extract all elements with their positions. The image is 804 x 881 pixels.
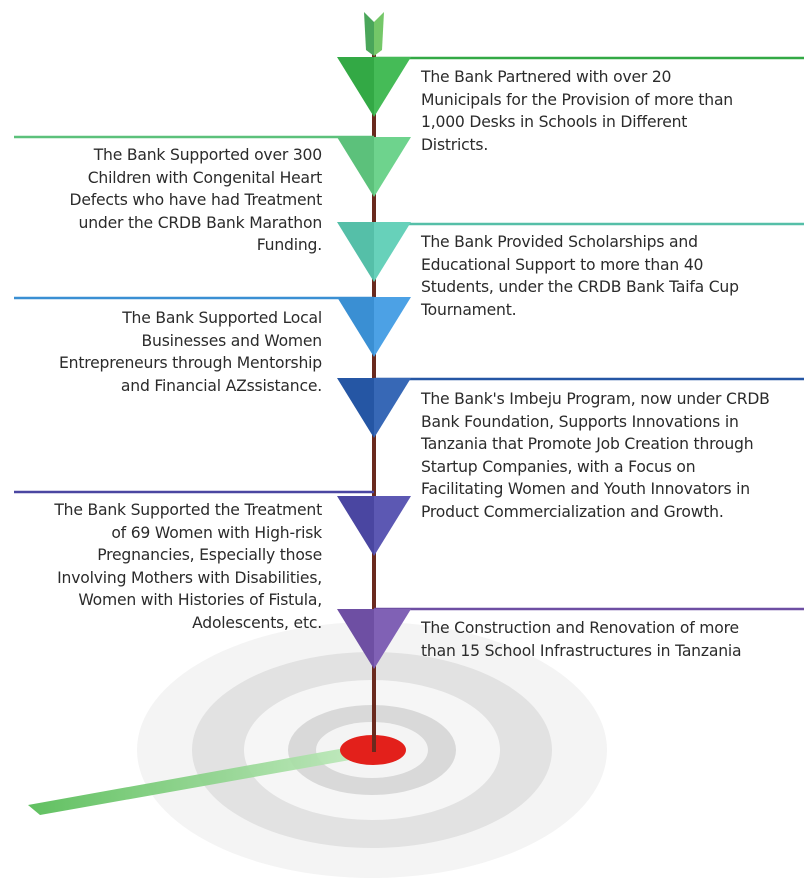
milestone-text-line: The Bank Supported the Treatment	[54, 501, 322, 519]
milestone-text-line: The Bank Supported over 300	[93, 146, 322, 164]
arrowhead-icon	[337, 57, 374, 117]
milestone-7-text: The Construction and Renovation of more t…	[421, 617, 804, 662]
milestone-text-line: Students, under the CRDB Bank Taifa Cup	[421, 278, 739, 296]
milestone-2	[14, 135, 411, 197]
milestone-5-text: The Bank's Imbeju Program, now under CRD…	[421, 388, 804, 523]
milestone-text-line: The Bank Partnered with over 20	[421, 68, 672, 86]
arrowhead-shade	[374, 496, 411, 556]
milestone-text-line: The Bank Provided Scholarships and	[421, 233, 698, 251]
milestone-text-line: The Bank Supported Local	[122, 309, 322, 327]
arrowhead-shade	[374, 222, 411, 282]
arrowhead-icon	[337, 609, 374, 669]
milestone-6	[14, 490, 411, 556]
milestone-text-line: Districts.	[421, 135, 489, 154]
arrowhead-shade	[374, 378, 411, 438]
milestone-1-text: The Bank Partnered with over 20 Municipal…	[421, 66, 804, 156]
arrowhead-icon	[337, 496, 374, 556]
milestone-text-line: Involving Mothers with Disabilities,	[57, 568, 322, 587]
milestone-text-line: under the CRDB Bank Marathon	[78, 213, 323, 232]
milestone-text-line: The Construction and Renovation of more	[421, 619, 739, 637]
milestone-text-line: Businesses and Women	[141, 331, 323, 350]
milestone-7	[337, 607, 804, 669]
milestone-text-line: Product Commercialization and Growth.	[421, 502, 724, 521]
milestone-text-line: 1,000 Desks in Schools in Different	[421, 113, 688, 131]
milestone-text-line: Facilitating Women and Youth Innovators …	[421, 480, 750, 498]
arrowhead-shade	[374, 297, 411, 357]
arrowhead-shade	[374, 137, 411, 197]
arrowhead-icon	[337, 297, 374, 357]
milestone-4	[14, 296, 411, 357]
arrowhead-icon	[337, 378, 374, 438]
milestone-6-text: The Bank Supported the Treatment of 69 Wo…	[0, 499, 322, 634]
milestone-text-line: Bank Foundation, Supports Innovations in	[421, 412, 739, 431]
milestone-text-line: Adolescents, etc.	[192, 613, 322, 632]
milestone-1	[337, 56, 804, 117]
milestone-text-line: The Bank's Imbeju Program, now under CRD…	[421, 390, 770, 408]
arrowhead-shade	[374, 57, 411, 117]
milestone-3	[337, 222, 804, 282]
milestone-text-line: Women with Histories of Fistula,	[78, 591, 322, 609]
arrowhead-icon	[337, 222, 374, 282]
milestone-text-line: Tanzania that Promote Job Creation throu…	[421, 435, 754, 453]
arrowhead-shade	[374, 609, 411, 669]
motion-trail	[28, 748, 350, 815]
milestone-text-line: and Financial AZssistance.	[120, 376, 322, 395]
milestone-text-line: Funding.	[256, 236, 322, 254]
milestone-5	[337, 377, 804, 438]
milestone-text-line: Children with Congenital Heart	[87, 168, 322, 187]
milestone-text-line: Tournament.	[421, 300, 517, 319]
milestone-text-line: Pregnancies, Especially those	[97, 546, 322, 564]
milestone-text-line: Municipals for the Provision of more tha…	[421, 90, 733, 109]
milestone-text-line: Educational Support to more than 40	[421, 255, 704, 274]
milestone-text-line: Entrepreneurs through Mentorship	[59, 354, 322, 372]
arrow-fletching-icon	[364, 12, 384, 56]
arrowhead-icon	[337, 137, 374, 197]
milestone-text-line: Startup Companies, with a Focus on	[421, 457, 696, 476]
milestone-text-line: than 15 School Infrastructures in Tanzan…	[421, 641, 742, 660]
milestone-text-line: Defects who have had Treatment	[69, 191, 323, 209]
milestone-text-line: of 69 Women with High-risk	[111, 523, 322, 542]
